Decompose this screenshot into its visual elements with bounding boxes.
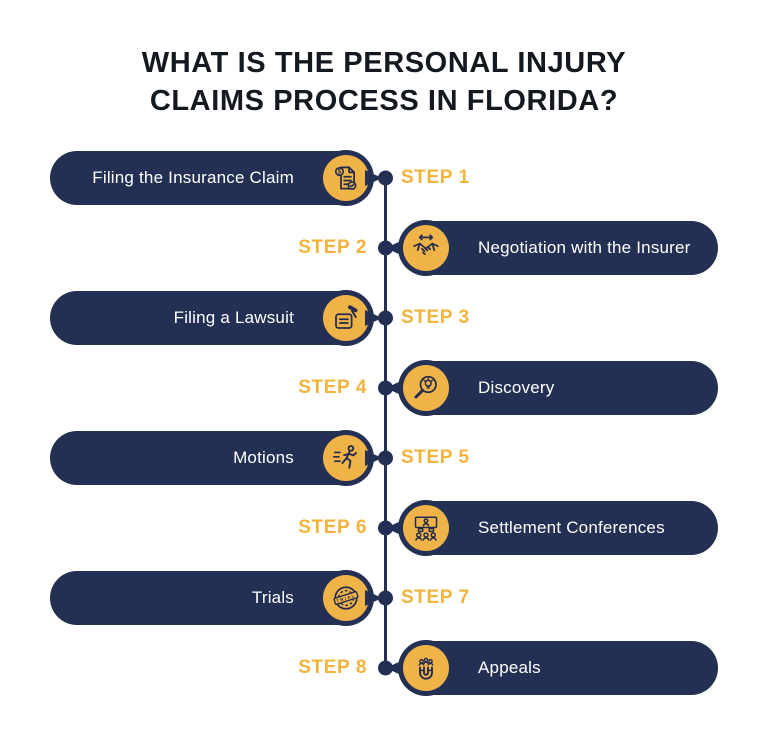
step-pill: Discovery <box>402 361 718 415</box>
handshake-icon <box>413 234 439 255</box>
icon-circle <box>323 295 369 341</box>
running-person-icon <box>332 445 357 469</box>
step-number-label: STEP 5 <box>401 447 470 468</box>
icon-circle <box>403 365 449 411</box>
step-row-7: Trials TRIAL STEP 7 <box>0 571 768 625</box>
magnet-people-icon <box>418 657 434 680</box>
page-title-line2: CLAIMS PROCESS IN FLORIDA? <box>149 85 619 117</box>
icon-circle <box>403 225 449 271</box>
timeline-dot <box>378 660 393 676</box>
trial-stamp-icon: TRIAL <box>333 586 359 610</box>
icon-circle <box>403 505 449 551</box>
step-row-2: Negotiation with the Insurer STEP 2 <box>0 221 768 275</box>
step-row-6: Settlement Conferences STEP 6 <box>0 501 768 555</box>
timeline-dot <box>378 590 393 606</box>
step-pill-label: Negotiation with the Insurer <box>478 238 691 257</box>
step-pill-label: Discovery <box>478 378 555 397</box>
step-pill: Trials TRIAL <box>50 571 370 625</box>
conference-meeting-icon <box>414 516 438 541</box>
timeline-dot <box>378 240 393 256</box>
step-pill: Motions <box>50 431 370 485</box>
timeline-dot <box>378 170 393 186</box>
step-row-3: Filing a Lawsuit STEP 3 <box>0 291 768 345</box>
magnifier-idea-icon <box>414 375 437 399</box>
step-number-label: STEP 1 <box>401 167 470 188</box>
step-number-label: STEP 6 <box>298 517 367 538</box>
step-pill: Appeals <box>402 641 718 695</box>
timeline-dot <box>378 310 393 326</box>
step-pill-label: Settlement Conferences <box>478 518 665 537</box>
step-number-label: STEP 7 <box>401 587 470 608</box>
connector-tail <box>365 450 382 466</box>
icon-circle <box>403 645 449 691</box>
connector-tail <box>365 310 382 326</box>
step-pill-label: Filing a Lawsuit <box>173 308 294 327</box>
step-number-label: STEP 4 <box>298 377 367 398</box>
step-pill: Negotiation with the Insurer <box>402 221 718 275</box>
step-number-label: STEP 8 <box>298 657 367 678</box>
timeline-dot <box>378 380 393 396</box>
trial-stamp-text: TRIAL <box>336 593 357 604</box>
step-pill-label: Trials <box>251 588 294 607</box>
icon-circle <box>323 435 369 481</box>
step-number-label: STEP 2 <box>298 237 367 258</box>
timeline-dot <box>378 450 393 466</box>
svg-text:$: $ <box>338 170 342 176</box>
timeline-line <box>384 178 387 668</box>
gavel-scroll-icon <box>335 305 358 329</box>
step-pill: Settlement Conferences <box>402 501 718 555</box>
insurance-claim-document-icon: $ <box>334 166 357 190</box>
connector-tail <box>365 590 382 606</box>
step-pill-label: Filing the Insurance Claim <box>92 168 294 187</box>
step-row-1: Filing the Insurance Claim $ STEP 1 <box>0 151 768 205</box>
connector-tail <box>365 170 382 186</box>
step-row-4: Discovery STEP 4 <box>0 361 768 415</box>
timeline-dot <box>378 520 393 536</box>
step-number-label: STEP 3 <box>401 307 470 328</box>
icon-circle: $ <box>323 155 369 201</box>
step-pill-label: Appeals <box>478 658 541 677</box>
step-row-5: Motions STEP 5 <box>0 431 768 485</box>
page-title-line1: WHAT IS THE PERSONAL INJURY <box>141 47 627 79</box>
page-title: WHAT IS THE PERSONAL INJURY CLAIMS PROCE… <box>0 44 768 120</box>
step-pill: Filing the Insurance Claim $ <box>50 151 370 205</box>
icon-circle: TRIAL <box>323 575 369 621</box>
step-row-8: Appeals STEP 8 <box>0 641 768 695</box>
step-pill-label: Motions <box>233 448 294 467</box>
step-pill: Filing a Lawsuit <box>50 291 370 345</box>
